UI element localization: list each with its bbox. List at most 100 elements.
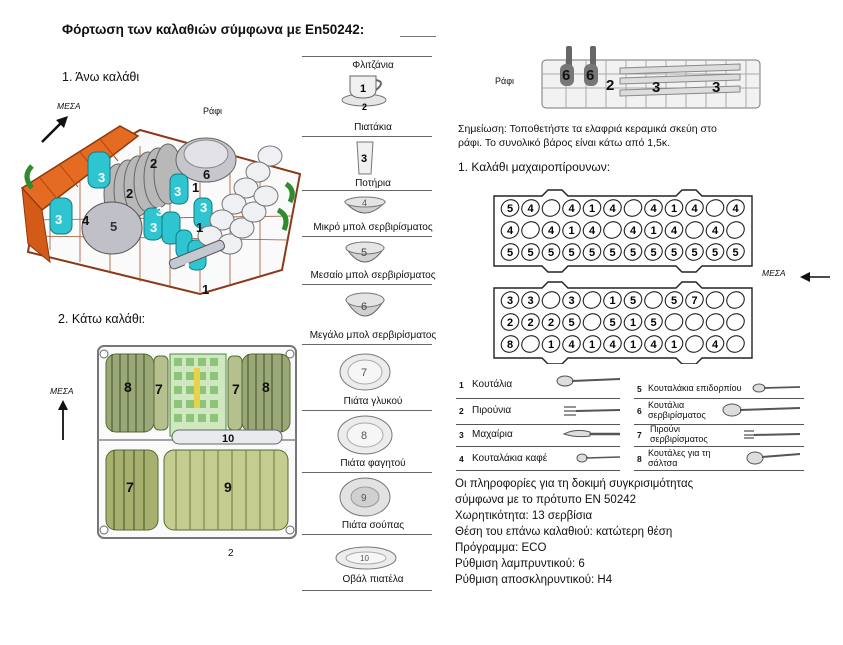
cutlery-slot	[705, 291, 725, 309]
cutlery-slot	[685, 313, 704, 331]
cutlery-slot-num: 1	[589, 203, 595, 215]
cutlery-slot	[541, 335, 561, 353]
cutlery-slot-num: 1	[650, 225, 656, 237]
shelf-num: 6	[562, 67, 570, 84]
cutlery-slot	[705, 199, 725, 217]
spoon-icon	[556, 375, 621, 387]
item-num: 6	[361, 301, 367, 313]
lower-num: 10	[222, 433, 234, 445]
legend-label: Πιρούνια	[472, 405, 512, 416]
cutlery-slot	[685, 335, 704, 353]
cutlery-slot	[541, 243, 561, 261]
upper-basket-diagram: 6 2 3 2 3 1 3 3 3 4 5 3 1 1 1	[20, 125, 302, 297]
item-num: 5	[361, 247, 367, 259]
legend-num: 1	[459, 380, 464, 390]
coffee-spoon-icon	[576, 453, 621, 463]
cutlery-slot-num: 5	[732, 247, 738, 259]
legend-num: 3	[459, 430, 464, 440]
shelf-diagram: 6 6 2 3 3	[541, 46, 761, 109]
glass-icon: 3	[356, 141, 374, 175]
cutlery-slot-num: 5	[691, 247, 697, 259]
cutlery-slot	[521, 313, 540, 331]
shelf-num: 3	[712, 79, 720, 96]
lower-basket-heading: 2. Κάτω καλάθι:	[58, 312, 146, 326]
lower-num: 9	[224, 479, 232, 495]
upper-num: 1	[202, 282, 209, 297]
cutlery-slot	[705, 335, 725, 353]
upper-num: 1	[184, 260, 191, 275]
cutlery-slot-num: 2	[507, 317, 513, 329]
cutlery-slot	[685, 243, 704, 261]
upper-num: 2	[150, 156, 157, 171]
cutlery-slot	[500, 199, 520, 217]
page-title: Φόρτωση των καλαθιών σύμφωνα με En50242:	[62, 22, 365, 37]
cutlery-slot	[685, 291, 704, 309]
title-underline	[400, 36, 436, 37]
cutlery-slot	[562, 313, 581, 331]
cutlery-slot	[541, 199, 561, 217]
info-upper-position: Θέση του επάνω καλαθιού: κατώτερη θέση	[455, 526, 673, 538]
cutlery-slot	[541, 221, 561, 239]
dessert-plate-icon: 7	[339, 353, 391, 391]
cutlery-slot-num: 5	[630, 295, 636, 307]
cutlery-slot	[664, 221, 684, 239]
upper-num: 3	[174, 184, 181, 199]
cutlery-slot-num: 8	[507, 339, 513, 351]
item-saucers-label: Πιατάκια	[354, 122, 392, 133]
oval-platter-icon: 10	[335, 546, 397, 570]
item-divider	[302, 590, 432, 591]
cutlery-slot-num: 4	[650, 339, 657, 351]
cutlery-slot	[644, 335, 663, 353]
cutlery-slot	[582, 199, 602, 217]
cutlery-slot	[726, 243, 745, 261]
item-divider	[302, 236, 432, 237]
upper-num: 5	[110, 219, 117, 234]
legend-divider	[634, 470, 804, 471]
cutlery-slot-num: 4	[671, 225, 678, 237]
cup-saucer-icon: 1 2	[341, 75, 387, 110]
cutlery-slot	[521, 199, 540, 217]
upper-num: 1	[192, 180, 199, 195]
cutlery-slot-num: 5	[507, 203, 513, 215]
cutlery-slot	[664, 243, 684, 261]
item-divider	[302, 56, 432, 57]
item-medium-bowl-label: Μεσαίο μπολ σερβιρίσματος	[310, 270, 436, 281]
lower-num: 8	[262, 379, 270, 395]
cutlery-slot	[562, 221, 581, 239]
upper-num: 6	[203, 167, 210, 182]
cutlery-slot-num: 5	[650, 317, 656, 329]
shelf-num: 6	[586, 67, 594, 84]
cutlery-slot-num: 1	[630, 317, 636, 329]
dessert-spoon-icon	[752, 383, 801, 393]
large-bowl-icon: 6	[345, 292, 385, 317]
cutlery-slot-num: 3	[507, 295, 513, 307]
cutlery-slot-num: 1	[589, 339, 595, 351]
cutlery-heading: 1. Καλάθι μαχαιροπίρουνων:	[458, 160, 611, 174]
upper-basket-heading: 1. Άνω καλάθι	[62, 70, 140, 84]
lower-num: 7	[155, 381, 163, 397]
cutlery-slot	[726, 291, 745, 309]
item-glasses-label: Ποτήρια	[355, 178, 391, 189]
soup-plate-icon: 9	[339, 477, 391, 517]
item-num: 8	[361, 430, 367, 442]
info-capacity: Χωρητικότητα: 13 σερβίσια	[455, 510, 593, 522]
upper-num: 3	[98, 170, 105, 185]
dinner-plate-icon: 8	[337, 415, 393, 455]
legend-divider	[456, 470, 620, 471]
cutlery-slot-num: 4	[609, 203, 616, 215]
legend-divider	[456, 446, 620, 447]
lower-basket-diagram: 8 7 7 8 10 7 9	[97, 345, 297, 539]
cutlery-slot-num: 4	[548, 225, 555, 237]
cutlery-slot-num: 5	[589, 247, 595, 259]
cutlery-slot-num: 4	[568, 339, 575, 351]
cutlery-slot-num: 4	[712, 339, 719, 351]
cutlery-slot	[664, 313, 684, 331]
info-softener: Ρύθμιση αποσκληρυντικού: H4	[455, 574, 613, 586]
cutlery-slot	[521, 243, 540, 261]
shelf-note: Σημείωση: Τοποθετήστε τα ελαφριά κεραμικ…	[458, 122, 717, 150]
shelf-note-line: Σημείωση: Τοποθετήστε τα ελαφριά κεραμικ…	[458, 123, 717, 135]
cutlery-slot-num: 4	[630, 225, 637, 237]
cutlery-slot	[705, 221, 725, 239]
cutlery-slot-num: 5	[671, 295, 677, 307]
